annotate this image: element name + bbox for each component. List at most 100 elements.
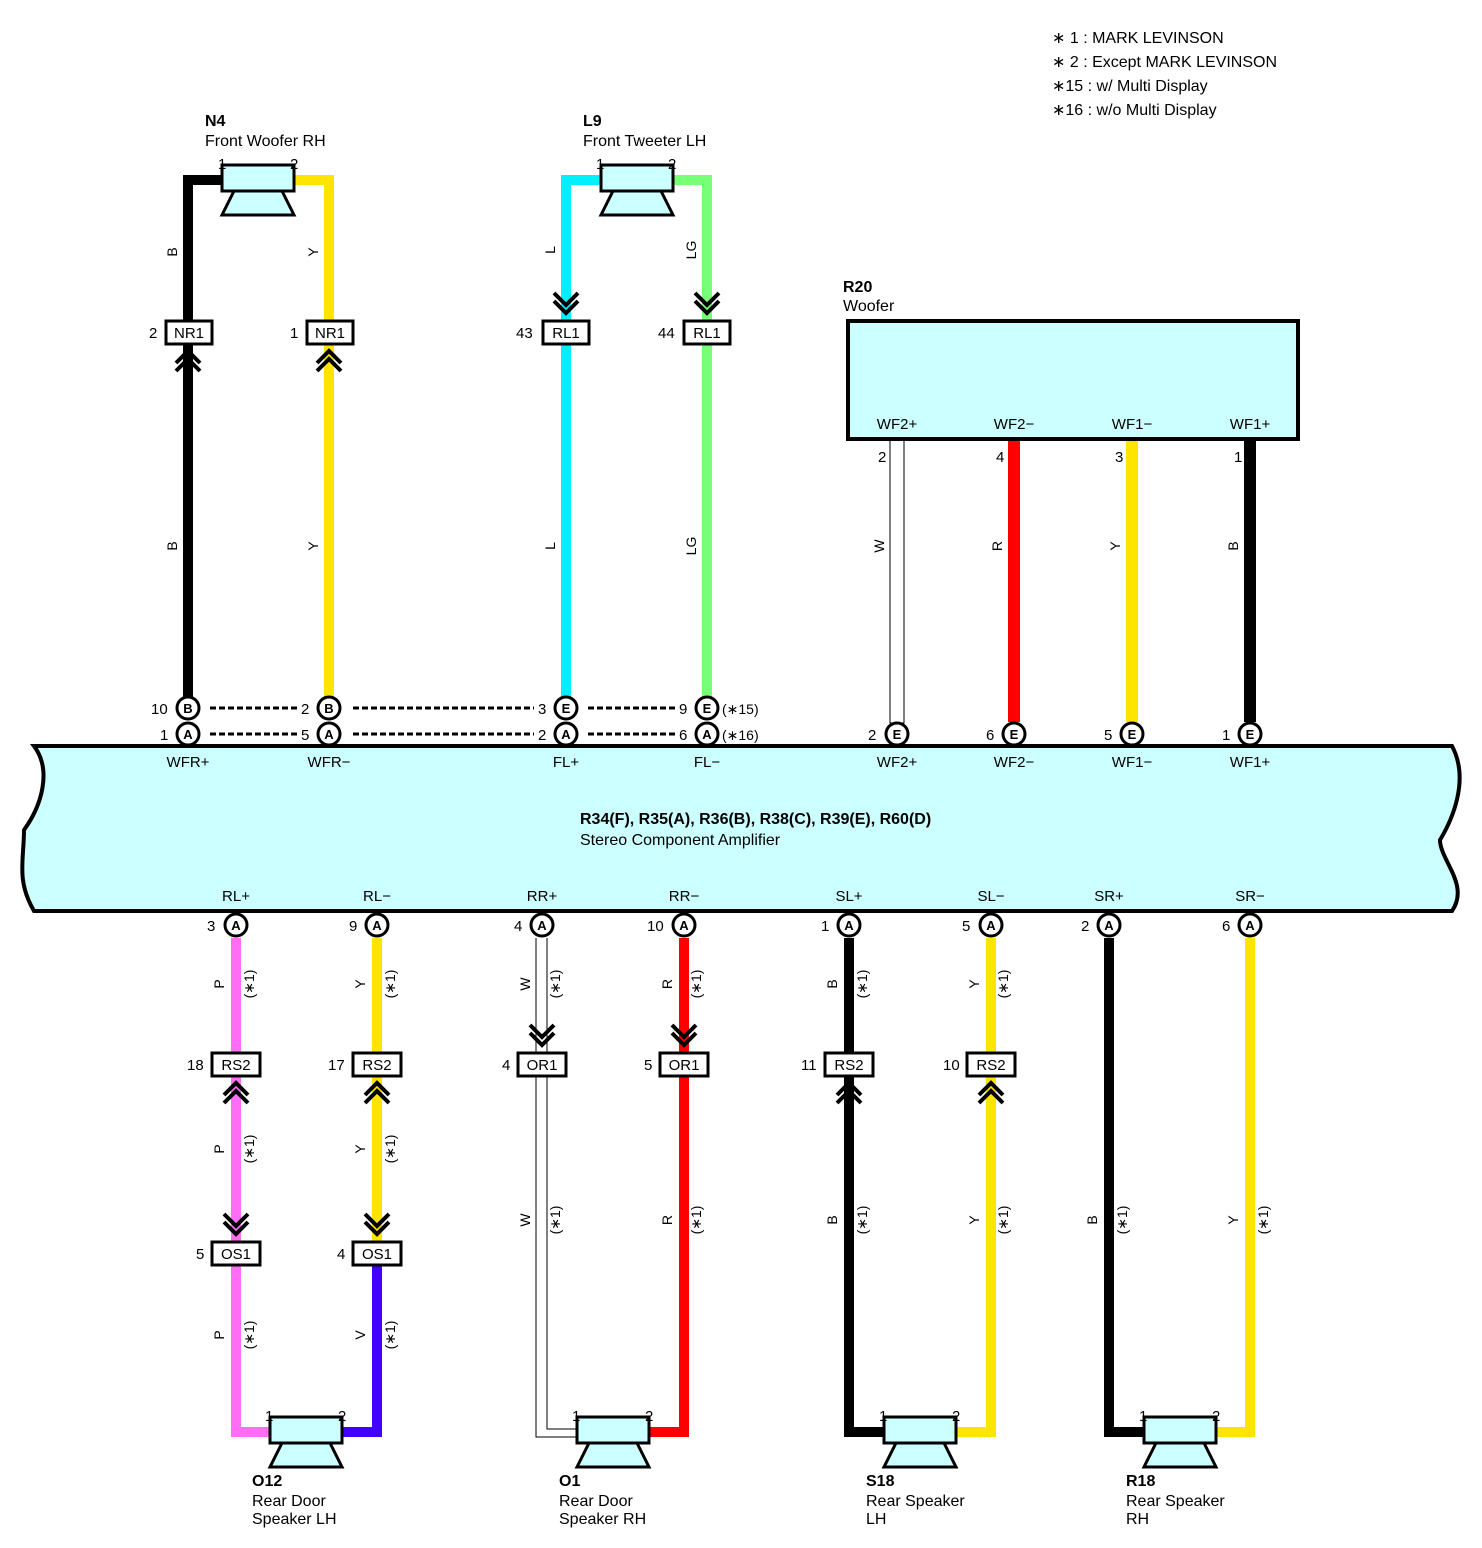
rear-connectors: RS2 18 RS2 17 OR1 4 OR1 5 RS2 11 RS2 10 …	[187, 1023, 1017, 1267]
connector-box	[541, 319, 591, 346]
pin-1: 1	[879, 1408, 887, 1425]
amp-terminal: FL+	[553, 754, 580, 771]
connector-letter: A	[324, 727, 334, 742]
wire-sl-minus-y	[945, 938, 996, 1437]
connector-pin: 1	[160, 727, 168, 744]
connector-pin: 43	[516, 325, 533, 342]
connector-box	[351, 1051, 403, 1078]
connector-letter: B	[324, 701, 333, 716]
wire-rl-plus-p	[231, 938, 278, 1437]
connector-letter: E	[1246, 727, 1255, 742]
amp-code: R34(F), R35(A), R36(B), R38(C), R39(E), …	[580, 811, 931, 828]
connector-label: OS1	[221, 1246, 251, 1263]
connector-label: OR1	[669, 1057, 700, 1074]
woofer-terminal: WF1+	[1230, 416, 1271, 433]
connector-letter: E	[1128, 727, 1137, 742]
connector-pin: 1	[290, 325, 298, 342]
component-code: L9	[583, 113, 602, 130]
wire-mark: (∗1)	[688, 970, 704, 999]
amp-terminal: RL−	[363, 888, 391, 905]
amp-terminal: WF2−	[994, 754, 1035, 771]
connector-letter: E	[1010, 727, 1019, 742]
connector-pin: 18	[187, 1057, 204, 1074]
wire-n4-b	[183, 175, 240, 705]
amp-terminal: WF2+	[877, 754, 918, 771]
component-name: Speaker LH	[252, 1511, 337, 1528]
wire-label: R	[989, 541, 1005, 551]
wire-rr-plus-w	[535, 938, 589, 1438]
amp-terminal: WF1−	[1112, 754, 1153, 771]
wire-l9-lg	[662, 175, 712, 705]
component-code: O12	[252, 1473, 282, 1490]
connector-pin: 5	[962, 918, 970, 935]
wire-mark: (∗1)	[241, 1321, 257, 1350]
wire-label: Y	[1107, 541, 1123, 551]
wire-label: Y	[966, 979, 982, 989]
wire-mark: (∗1)	[1114, 1206, 1130, 1235]
connector-letter: E	[562, 701, 571, 716]
rear-speaker-rh: 1 2 R18 Rear Speaker RH	[1126, 1408, 1225, 1528]
amp-terminal: RL+	[222, 888, 250, 905]
wire-sr-minus-y	[1205, 938, 1255, 1437]
connector-pin: 10	[647, 918, 664, 935]
wire-label: Y	[305, 247, 321, 257]
amp-terminal: FL−	[694, 754, 721, 771]
connector-pin: 9	[349, 918, 357, 935]
wire-rl-minus-v	[334, 1264, 382, 1437]
wire-label: W	[871, 539, 887, 553]
wire-n4-y	[290, 175, 334, 705]
wire-label: L	[542, 246, 558, 254]
connector-pin: 1	[1222, 727, 1230, 744]
connector-pin: 4	[337, 1246, 345, 1263]
wire-mark: (∗1)	[688, 1206, 704, 1235]
connector-box	[305, 319, 355, 346]
connector-pin: 10	[943, 1057, 960, 1074]
connector-letter: A	[561, 727, 571, 742]
connector-pin: 5	[644, 1057, 652, 1074]
amp-terminal: WFR−	[308, 754, 351, 771]
connector-letter: E	[703, 701, 712, 716]
pin-2: 2	[952, 1408, 960, 1425]
connector-box	[965, 1051, 1017, 1078]
wire-label: B	[1084, 1215, 1100, 1224]
variant-note: (∗16)	[722, 727, 759, 743]
woofer-unit: R20 Woofer WF2+ WF2− WF1− WF1+ 2 4 3 1	[843, 279, 1300, 466]
connector-pin: 17	[328, 1057, 345, 1074]
pin-1: 1	[572, 1408, 580, 1425]
wire-mark: (∗1)	[995, 970, 1011, 999]
wire-sr-plus-b	[1104, 938, 1155, 1437]
wire-rr-minus-r	[638, 938, 689, 1437]
speaker-icon	[220, 163, 296, 217]
wire-label: P	[211, 1330, 227, 1339]
note-2: ∗ 2 : Except MARK LEVINSON	[1052, 54, 1277, 71]
wire-sl-plus-b	[844, 938, 895, 1437]
component-name: Front Tweeter LH	[583, 133, 706, 150]
pin-2: 2	[645, 1408, 653, 1425]
connector-pin: 10	[151, 701, 168, 718]
stereo-component-amplifier: WFR+ WFR− FL+ FL− WF2+ WF2− WF1− WF1+ R3…	[20, 744, 1462, 913]
connector-box	[682, 319, 732, 346]
pin-1: 1	[596, 156, 604, 173]
wire-label: LG	[683, 537, 699, 556]
connector-label: RS2	[362, 1057, 391, 1074]
connector-pin: 2	[868, 727, 876, 744]
amp-terminal: SR+	[1094, 888, 1124, 905]
wire-wf2plus-w	[889, 439, 905, 724]
connector-letter: A	[702, 727, 712, 742]
amp-terminal: SL+	[835, 888, 862, 905]
pin-2: 2	[338, 1408, 346, 1425]
wire-mark: (∗1)	[547, 970, 563, 999]
connector-label: RL1	[693, 325, 721, 342]
upper-connectors: NR1 2 NR1 1 RL1 43 RL1 44	[149, 291, 732, 373]
connector-box	[351, 1240, 403, 1267]
amp-terminal: WF1+	[1230, 754, 1271, 771]
rear-speaker-lh: 1 2 S18 Rear Speaker LH	[866, 1408, 965, 1528]
wire-label: L	[542, 542, 558, 550]
wire-label: P	[211, 979, 227, 988]
connector-letter: A	[231, 918, 241, 933]
speaker-icon	[575, 1415, 651, 1469]
connector-pin: 3	[207, 918, 215, 935]
connector-box	[210, 1051, 262, 1078]
connector-label: RS2	[976, 1057, 1005, 1074]
connector-label: RS2	[834, 1057, 863, 1074]
